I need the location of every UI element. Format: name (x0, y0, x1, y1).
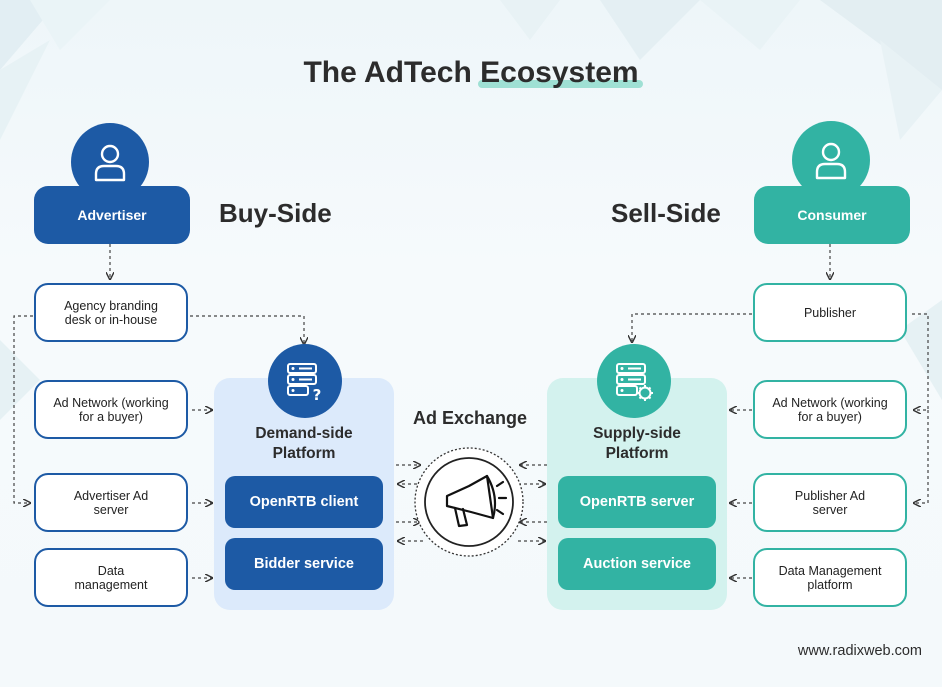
server-question-icon: ? (287, 363, 322, 402)
agency-branding-node: Agency branding desk or in-house (34, 283, 188, 342)
sell-ad-network-node: Ad Network (working for a buyer) (753, 380, 907, 439)
person-icon (815, 142, 847, 180)
ad-exchange-hub (414, 447, 524, 557)
dsp-title: Demand-side Platform (255, 425, 353, 462)
auction-service-box: Auction service (558, 538, 716, 590)
ad-exchange-label: Ad Exchange (412, 408, 528, 428)
data-management-platform-node: Data Management platform (753, 548, 907, 607)
title-prefix: The AdTech (303, 56, 481, 89)
data-management-node: Data management (34, 548, 188, 607)
footer-url: www.radixweb.com (797, 643, 922, 659)
server-gear-icon (616, 363, 653, 401)
sell-side-heading: Sell-Side (611, 198, 721, 228)
openrtb-server-box: OpenRTB server (558, 476, 716, 528)
buy-ad-network-node: Ad Network (working for a buyer) (34, 380, 188, 439)
megaphone-icon (445, 474, 508, 528)
advertiser-ad-server-node: Advertiser Ad server (34, 473, 188, 532)
buy-side-heading: Buy-Side (219, 198, 332, 228)
advertiser-box: Advertiser (34, 186, 190, 244)
ssp-server-circle (597, 344, 671, 418)
person-icon (94, 144, 126, 182)
svg-text:?: ? (313, 386, 322, 402)
dsp-server-circle: ? (268, 344, 342, 418)
consumer-box: Consumer (754, 186, 910, 244)
openrtb-client-box: OpenRTB client (225, 476, 383, 528)
bidder-service-box: Bidder service (225, 538, 383, 590)
publisher-ad-server-node: Publisher Ad server (753, 473, 907, 532)
ssp-title: Supply-side Platform (593, 425, 681, 462)
publisher-node: Publisher (753, 283, 907, 342)
page-title: The AdTech Ecosystem (0, 56, 942, 90)
title-highlight: Ecosystem (478, 56, 644, 89)
